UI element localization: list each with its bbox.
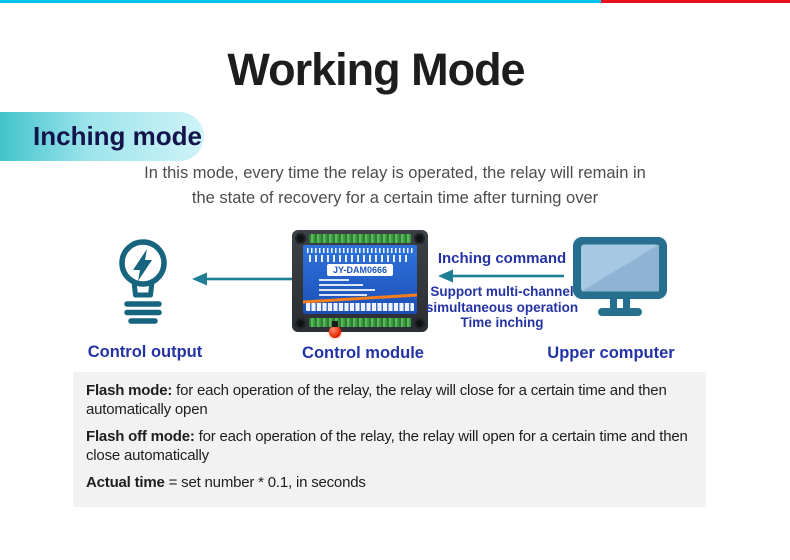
mode-description: In this mode, every time the relay is op… [0,161,790,211]
note-text: = set number * 0.1, in seconds [164,474,366,491]
notes-panel: Flash mode: for each operation of the re… [73,372,706,507]
panel-ports-row [306,303,414,311]
screw-icon [295,318,306,329]
terminal-strip-top [309,234,411,243]
note-lead: Flash mode: [86,382,173,399]
mode-description-line1: In this mode, every time the relay is op… [144,164,646,182]
command-note-line: Time inching [460,315,544,330]
control-module-image: JY-DAM0666 [292,230,428,338]
monitor-icon [573,237,667,316]
note-lead: Flash off mode: [86,428,195,445]
screw-icon [414,233,425,244]
screw-icon [414,318,425,329]
command-notes: Support multi-channel simultaneous opera… [424,284,580,331]
note-actual-time: Actual time = set number * 0.1, in secon… [86,473,693,492]
note-lead: Actual time [86,474,165,491]
module-front-panel: JY-DAM0666 [303,245,417,314]
pin-labels-row [307,248,413,253]
terminal-strip-bottom [309,318,411,327]
led-icon [329,321,341,338]
panel-text-line [319,289,375,291]
command-note-line: simultaneous operation [425,299,579,315]
command-label: Inching command [437,250,567,267]
note-text: for each operation of the relay, the rel… [86,428,688,464]
note-text: for each operation of the relay, the rel… [86,382,667,418]
label-upper-computer: Upper computer [547,344,675,362]
pin-ticks-row [309,255,411,262]
lightbulb-lightning-icon [119,239,167,324]
mode-description-line2: the state of recovery for a certain time… [191,189,599,207]
label-control-module: Control module [302,344,424,362]
top-border-red [601,0,790,3]
section-badge: Inching mode [0,112,204,161]
panel-text-line [319,279,349,281]
command-note-line: Support multi-channel [430,284,574,299]
arrow-left-icon [438,269,564,283]
label-control-output: Control output [87,343,203,361]
note-flash-mode: Flash mode: for each operation of the re… [86,381,693,419]
module-model-label: JY-DAM0666 [327,264,393,276]
page-title: Working Mode [227,44,525,95]
panel-text-line [319,294,367,296]
panel-text-line [319,284,363,286]
arrow-left-icon [192,272,292,286]
note-flash-off-mode: Flash off mode: for each operation of th… [86,427,693,465]
screw-icon [295,233,306,244]
section-badge-label: Inching mode [33,121,202,151]
top-border-cyan [0,0,601,3]
